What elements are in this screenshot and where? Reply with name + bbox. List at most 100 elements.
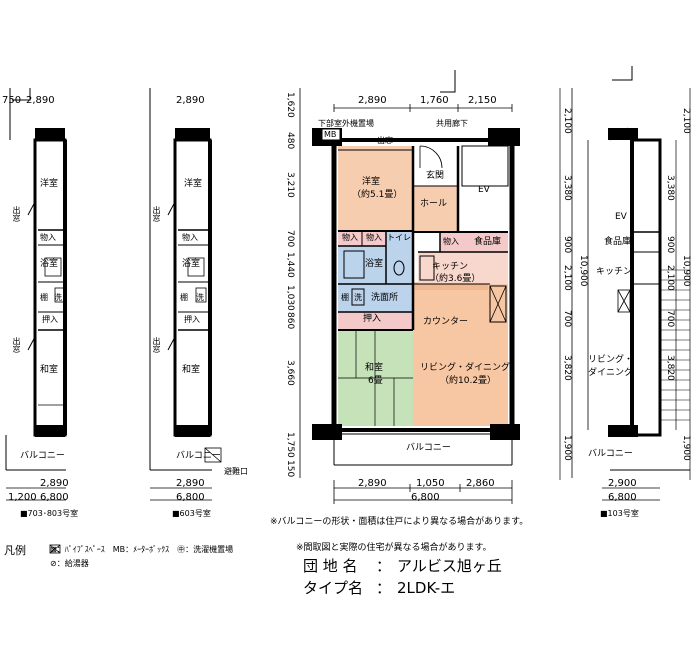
p103-bottom-dim-2: 6,800 <box>608 492 637 503</box>
p703-tatami: 和室 <box>40 365 59 375</box>
p103-right-dim-5: 700 <box>665 310 675 328</box>
p103-ev: EV <box>615 212 627 222</box>
p103-kitchen: キッチン <box>596 267 633 277</box>
plan103-wall-blocks <box>608 128 638 437</box>
room-closet1-fill <box>338 231 362 246</box>
p703-top-dim-2: 2,890 <box>26 95 55 106</box>
p703-mb: MB <box>40 130 53 139</box>
main-left-dim-9: 1,750 <box>285 432 295 458</box>
main-left-dim-2: 480 <box>285 132 295 150</box>
room-living-fill <box>413 282 508 426</box>
main-bottom-dim-3: 2,860 <box>466 478 495 489</box>
p103-right-total: 10,900 <box>681 255 691 287</box>
main-dimension-lines <box>299 88 589 504</box>
p103-right-dim-7: 1,900 <box>681 435 691 461</box>
p703-wash: 洗 <box>54 293 62 302</box>
p603-bath: 浴室 <box>182 259 201 269</box>
p703-balcony: バルコニー <box>20 451 65 461</box>
main-pantry-label: 食品庫 <box>474 237 502 247</box>
toilet-label: トイレ <box>387 233 411 242</box>
room-pantry-fill <box>440 232 508 252</box>
main-top-dim-3: 2,150 <box>468 95 497 106</box>
p603-window2: 出窓 <box>152 337 161 353</box>
main-tatami-size: 6畳 <box>368 376 383 386</box>
p603-bottom-dim-1: 2,890 <box>176 478 205 489</box>
room-oshiire-fill <box>338 312 413 330</box>
p703-bath: 浴室 <box>40 259 59 269</box>
legend-heater: ⊘：給湯器 <box>50 559 89 568</box>
main-right-dim-4: 2,100 <box>562 265 572 291</box>
type-label: タイプ名 <box>303 579 364 597</box>
main-right-dim-6: 3,820 <box>562 355 572 381</box>
main-right-dim-2: 3,380 <box>562 175 572 201</box>
main-left-dim-6: 1,030 <box>285 285 295 311</box>
p103-balcony: バルコニー <box>588 449 633 459</box>
room-hall-fill <box>413 186 458 232</box>
main-left-dim-5: 1,440 <box>285 252 295 278</box>
p603-wash: 洗 <box>196 293 204 302</box>
p603-mb: MB <box>180 130 193 139</box>
p703-top-dim-1: 750 <box>2 95 22 106</box>
legend-title: 凡例 <box>4 544 26 557</box>
legend-icons <box>49 544 61 554</box>
main-left-dim-1: 1,620 <box>285 92 295 118</box>
p103-right-dim-6: 3,820 <box>665 355 675 381</box>
main-bath-label: 浴室 <box>365 259 384 269</box>
main-left-dim-4: 700 <box>285 230 295 248</box>
main-window-label: 出窓 <box>377 136 393 145</box>
p603-oshiire: 押入 <box>184 315 200 324</box>
p103-right-dim-2: 3,380 <box>665 175 675 201</box>
p703-window2: 出窓 <box>12 337 21 353</box>
main-left-dim-8: 3,660 <box>285 360 295 386</box>
room-kitchen-fill <box>418 252 508 284</box>
type-value: 2LDK-エ <box>397 579 456 597</box>
name-label: 団 地 名 <box>303 557 358 575</box>
room-closet2-fill <box>362 231 386 246</box>
main-wash-label: 洗 <box>354 293 362 302</box>
p603-caption: ■603号室 <box>172 509 211 518</box>
room-wash-fill <box>338 284 413 312</box>
p703-bottom-dim-1: 2,890 <box>40 478 69 489</box>
legend-items: ⊠：ﾊﾟｲﾌﾟｽﾍﾟｰｽ MB：ﾒｰﾀｰﾎﾞｯｸｽ ㊥：洗濯機置場 <box>50 545 234 554</box>
p603-refuge: 避難口 <box>224 467 248 476</box>
p103-pantry: 食品庫 <box>604 237 632 247</box>
p703-caption: ■703･803号室 <box>20 509 79 518</box>
main-right-dim-5: 700 <box>562 310 572 328</box>
p703-shelf: 棚 <box>40 293 48 302</box>
p103-living-1: リビング・ <box>588 355 634 365</box>
main-top-dim-1: 2,890 <box>358 95 387 106</box>
name-value: アルビス旭ヶ丘 <box>397 557 502 575</box>
p103-caption: ■103号室 <box>600 509 639 518</box>
room-western-fill <box>338 146 413 231</box>
main-left-dim-3: 3,210 <box>285 172 295 198</box>
outdoor-unit-label: 下部室外機置場 <box>318 119 374 128</box>
main-kitchen-size: （約3.6畳） <box>430 274 481 284</box>
plan703-wall-blocks <box>35 128 65 437</box>
hall-label: ホール <box>420 199 448 209</box>
main-living-size: （約10.2畳） <box>440 376 497 386</box>
main-mb-label: MB <box>324 130 337 139</box>
closet1-label: 物入 <box>342 233 358 242</box>
main-bottom-total: 6,800 <box>411 492 440 503</box>
main-bottom-dim-2: 1,050 <box>416 478 445 489</box>
type-sep: ： <box>376 579 392 597</box>
main-plan <box>299 70 589 504</box>
main-bottom-dim-1: 2,890 <box>358 478 387 489</box>
main-top-dim-2: 1,760 <box>420 95 449 106</box>
main-kitchen-label: キッチン <box>432 262 469 272</box>
main-right-total: 10,900 <box>578 255 588 287</box>
main-right-dim-3: 900 <box>562 236 572 254</box>
room-bath2-fill <box>386 252 413 284</box>
p603-window1: 出窓 <box>152 206 161 222</box>
room-toilet-fill <box>386 231 413 252</box>
p703-bottom-dim-3: 6,800 <box>40 492 69 503</box>
p103-right-dim-3: 900 <box>665 236 675 254</box>
p603-shelf: 棚 <box>180 293 188 302</box>
plan603-wall-blocks <box>175 128 210 437</box>
p103-right-dim-1: 2,100 <box>681 108 691 134</box>
p603-tatami: 和室 <box>182 365 201 375</box>
washroom-label: 洗面所 <box>371 293 399 303</box>
main-western-size: （約5.1畳） <box>352 190 403 200</box>
corridor-label: 共用廊下 <box>436 119 468 128</box>
